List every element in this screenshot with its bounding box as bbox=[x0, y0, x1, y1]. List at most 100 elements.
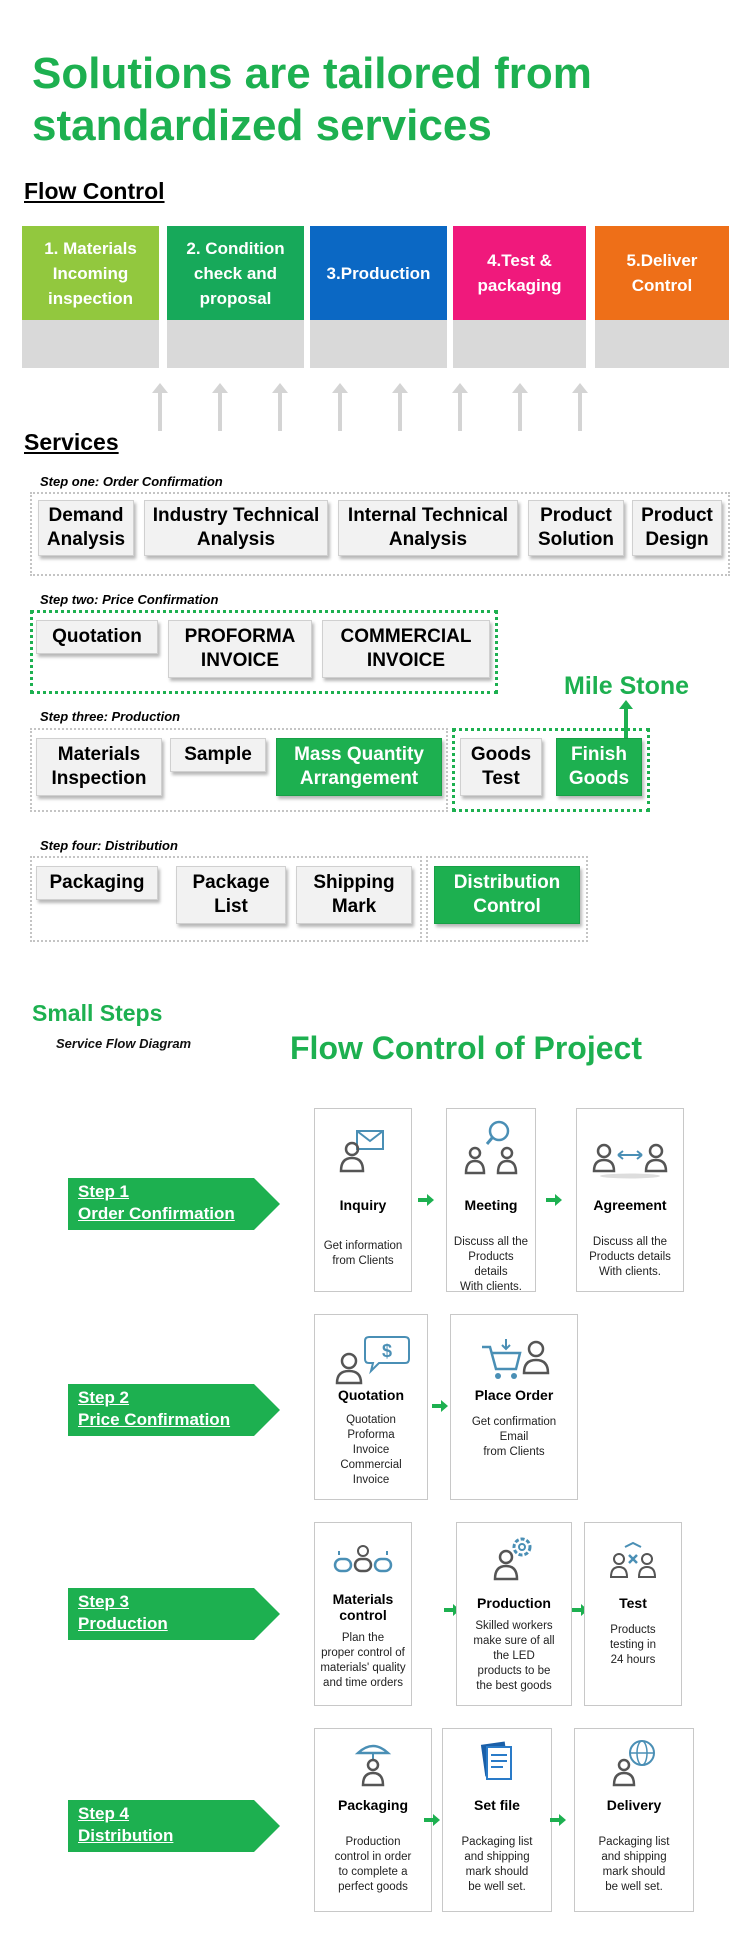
up-arrow-icon bbox=[572, 383, 588, 431]
service-flow-diagram-label: Service Flow Diagram bbox=[56, 1036, 192, 1051]
flow-control-project-heading: Flow Control of Project bbox=[290, 1030, 642, 1066]
handshake-people-icon bbox=[592, 1143, 668, 1179]
step-arrow-shape bbox=[68, 1178, 280, 1230]
up-arrow-icon bbox=[332, 383, 348, 431]
chain-icon bbox=[333, 1545, 393, 1573]
step-one-group bbox=[30, 492, 730, 576]
title-line-2: standardized services bbox=[32, 101, 492, 150]
flow-step-test-packaging: 4.Test &packaging bbox=[453, 226, 586, 368]
flow-step-head: 3.Production bbox=[310, 226, 447, 320]
milestone-label: Mile Stone bbox=[564, 672, 690, 700]
up-arrow-icon bbox=[512, 383, 528, 431]
step-arrow-shape bbox=[68, 1800, 280, 1852]
green-arrow-icon bbox=[418, 1194, 434, 1206]
up-arrow-icon bbox=[152, 383, 168, 431]
up-arrow-icon bbox=[392, 383, 408, 431]
flow-step-head: 4.Test &packaging bbox=[453, 226, 586, 320]
green-arrow-icon bbox=[550, 1814, 566, 1826]
milestone-arrow-icon bbox=[619, 700, 633, 738]
test-icon bbox=[609, 1541, 657, 1578]
sample-button[interactable]: Sample bbox=[170, 738, 266, 772]
cart-person-icon bbox=[482, 1339, 550, 1379]
svg-text:$: $ bbox=[382, 1341, 392, 1361]
page-title: Solutions are tailored from standardized… bbox=[32, 48, 732, 152]
step-three-group bbox=[30, 728, 448, 812]
globe-person-icon bbox=[612, 1740, 655, 1787]
gear-person-icon bbox=[493, 1537, 532, 1581]
title-line-1: Solutions are tailored from bbox=[32, 49, 592, 98]
document-icon bbox=[480, 1741, 512, 1780]
packaging-button[interactable]: Packaging bbox=[36, 866, 158, 900]
small-steps-heading: Small Steps bbox=[32, 1000, 163, 1026]
green-arrow-icon bbox=[424, 1814, 440, 1826]
meeting-people-icon bbox=[464, 1120, 518, 1175]
up-arrow-icon bbox=[452, 383, 468, 431]
quotation-button[interactable]: Quotation bbox=[36, 620, 158, 654]
step-two-group bbox=[30, 610, 498, 694]
green-arrow-icon bbox=[432, 1400, 448, 1412]
flow-step-foot bbox=[595, 320, 729, 368]
step-four-label: Step four: Distribution bbox=[40, 838, 178, 853]
up-arrow-icon bbox=[212, 383, 228, 431]
up-arrow-icon bbox=[272, 383, 288, 431]
flow-control-heading: Flow Control bbox=[24, 178, 165, 204]
distribution-group bbox=[426, 856, 588, 942]
services-heading: Services bbox=[24, 429, 119, 455]
step-two-label: Step two: Price Confirmation bbox=[40, 592, 219, 607]
flow-step-foot bbox=[453, 320, 586, 368]
milestone-group bbox=[452, 728, 650, 812]
flow-step-foot bbox=[167, 320, 304, 368]
flow-step-foot bbox=[22, 320, 159, 368]
step-one-label: Step one: Order Confirmation bbox=[40, 474, 223, 489]
step-arrow-shape bbox=[68, 1588, 280, 1640]
step-three-label: Step three: Production bbox=[40, 709, 181, 724]
step-arrow-shape bbox=[68, 1384, 280, 1436]
step-four-group bbox=[30, 856, 422, 942]
envelope-person-icon bbox=[339, 1130, 384, 1173]
green-arrow-icon bbox=[546, 1194, 562, 1206]
quotation-dollar-icon: $ bbox=[335, 1336, 410, 1385]
umbrella-person-icon bbox=[354, 1744, 392, 1787]
flow-step-production: 3.Production bbox=[310, 226, 447, 368]
flow-step-foot bbox=[310, 320, 447, 368]
